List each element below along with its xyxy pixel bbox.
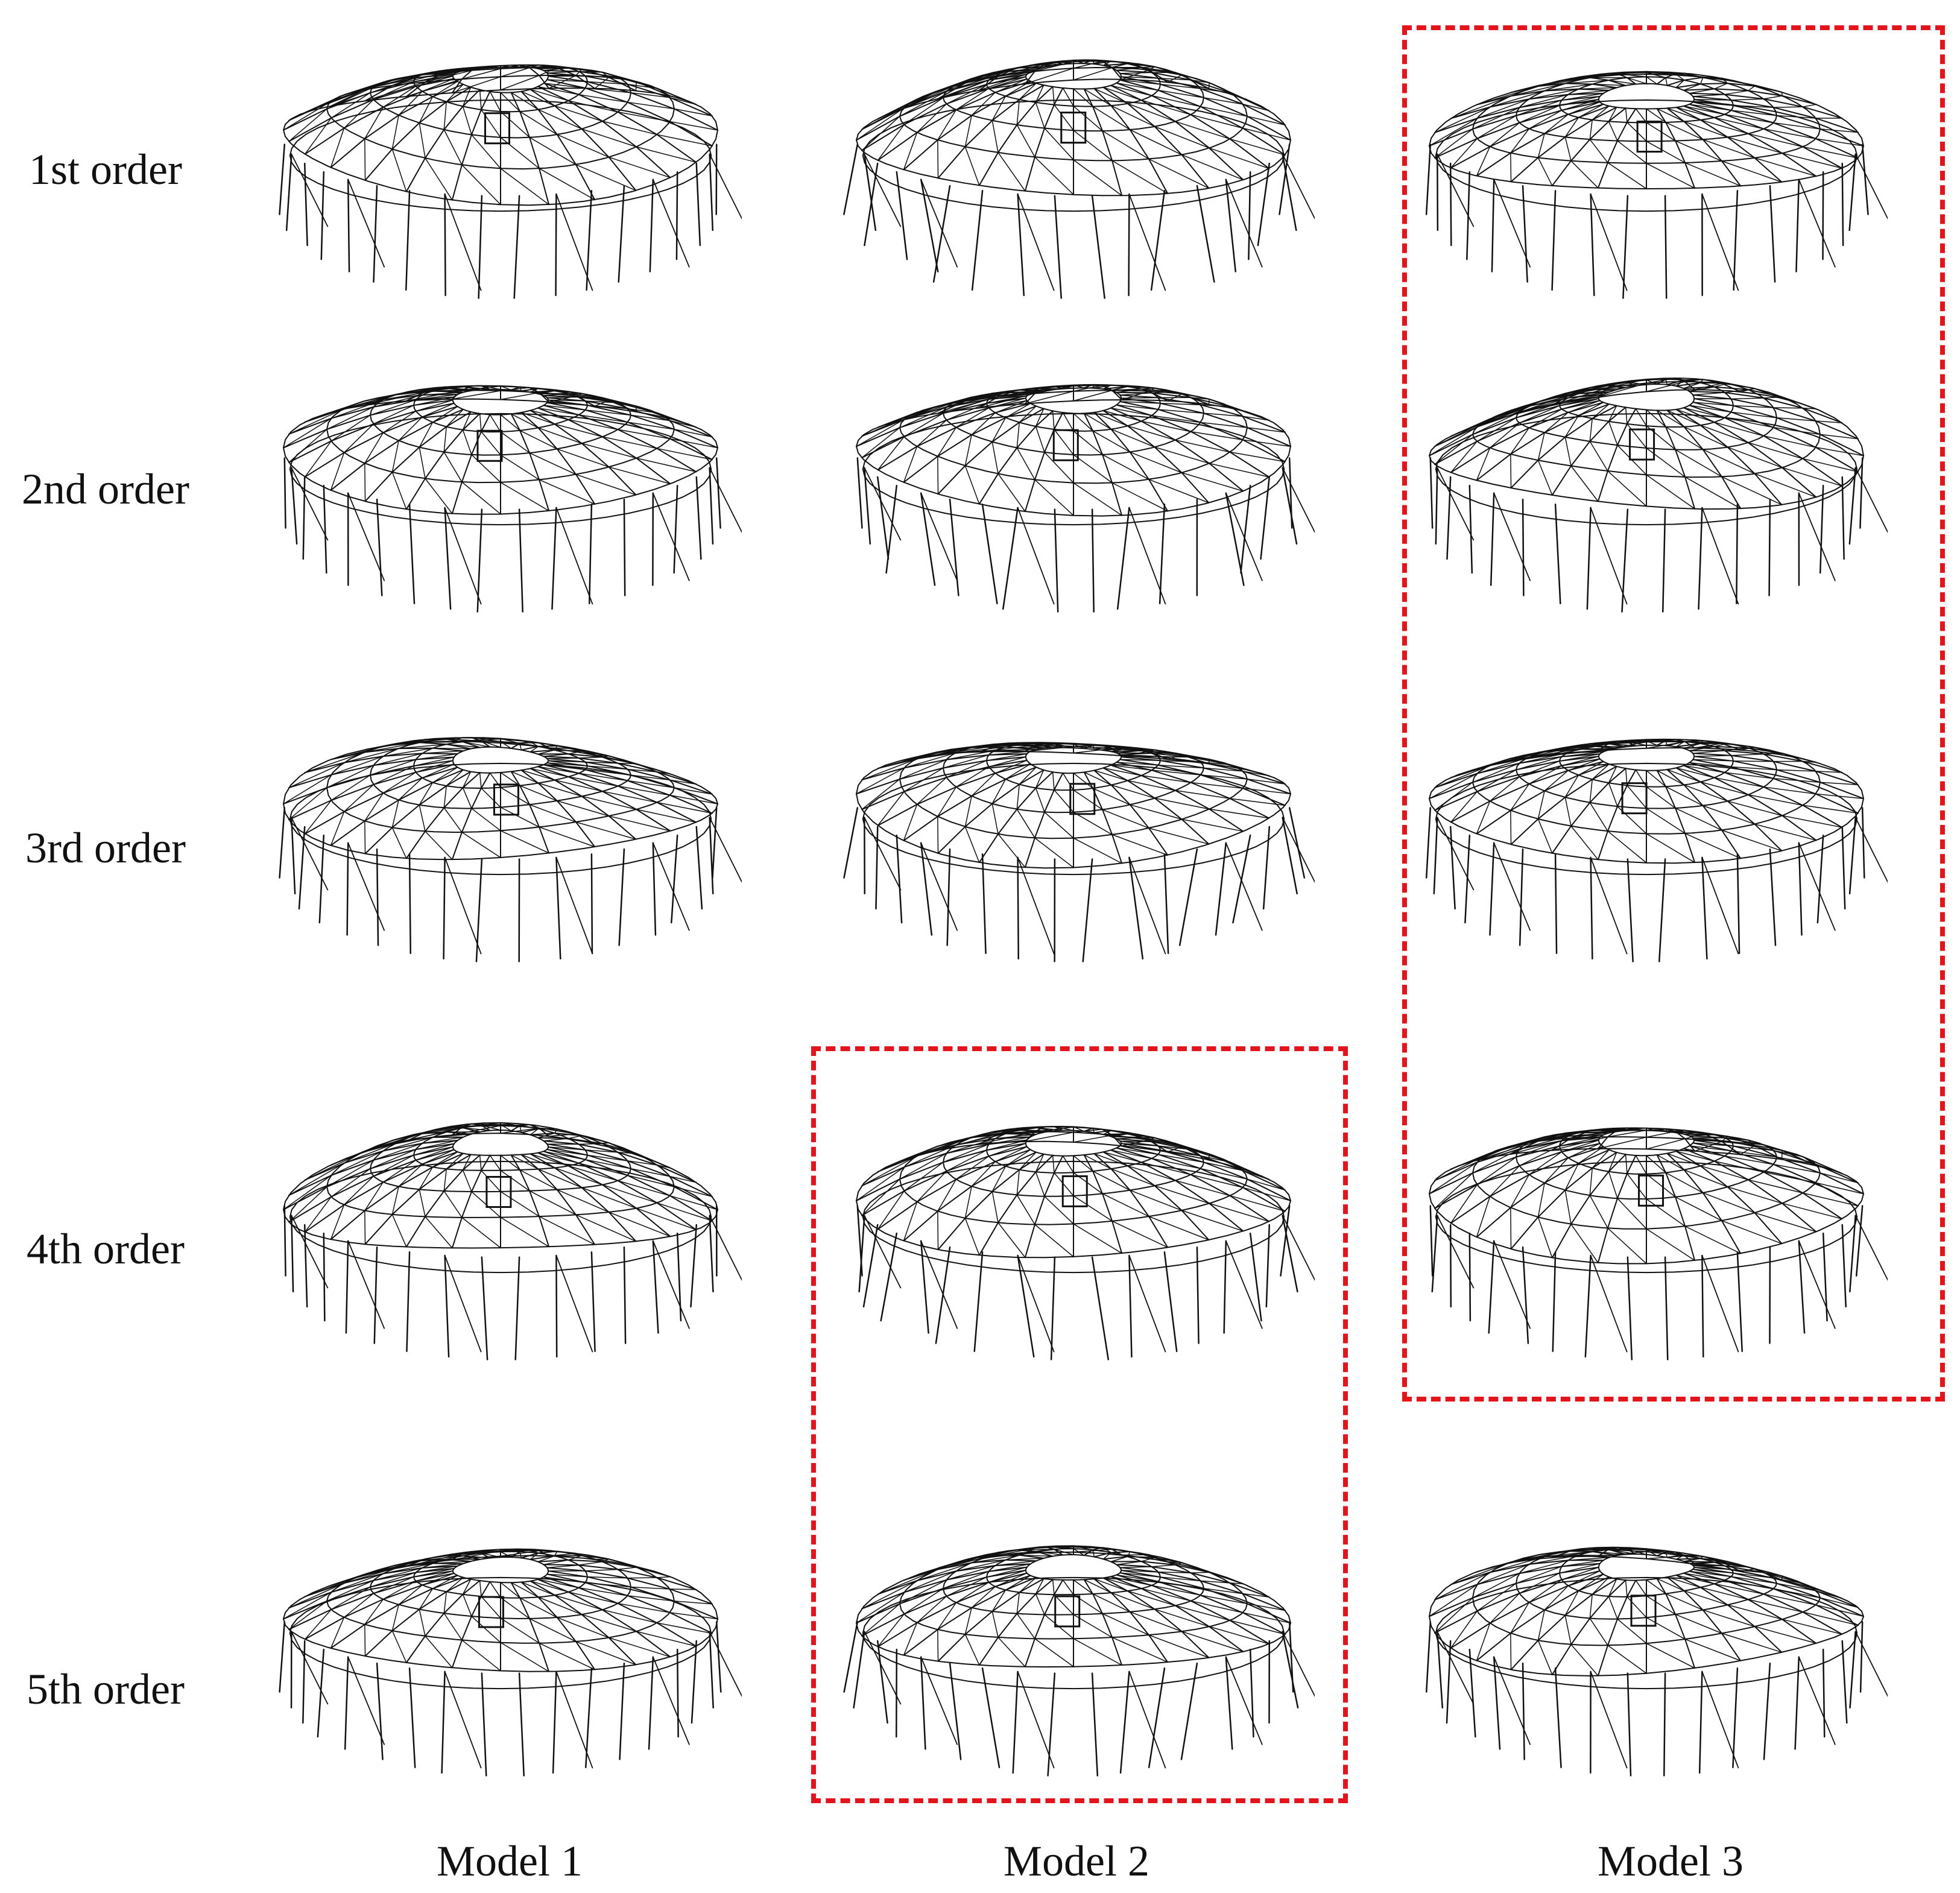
wireframe-model-2-1st-order	[832, 36, 1315, 314]
wireframe-model-2-4th-order	[832, 1098, 1315, 1375]
column-label-model-3: Model 3	[1598, 1837, 1743, 1885]
row-label-3rd-order: 3rd order	[25, 824, 186, 872]
wireframe-graphic	[855, 384, 1315, 613]
wireframe-model-1-1st-order	[259, 36, 742, 314]
wireframe-model-1-4th-order	[259, 1098, 742, 1375]
wireframe-graphic	[1428, 1127, 1888, 1360]
wireframe-model-1-5th-order	[259, 1514, 742, 1791]
wireframe-model-2-5th-order	[832, 1514, 1315, 1791]
wireframe-graphic	[843, 1545, 1315, 1777]
row-label-4th-order: 4th order	[27, 1225, 185, 1273]
wireframe-graphic	[279, 64, 742, 299]
wireframe-model-2-2nd-order	[832, 350, 1315, 627]
wireframe-model-3-3rd-order	[1405, 700, 1888, 977]
wireframe-graphic	[279, 737, 742, 962]
wireframe-graphic	[1425, 738, 1888, 962]
row-label-5th-order: 5th order	[27, 1665, 185, 1713]
row-label-2nd-order: 2nd order	[22, 465, 189, 513]
wireframe-graphic	[843, 742, 1315, 962]
wireframe-graphic	[855, 1125, 1315, 1360]
wireframe-model-3-5th-order	[1405, 1514, 1888, 1791]
wireframe-model-3-4th-order	[1405, 1098, 1888, 1375]
wireframe-model-3-2nd-order	[1405, 350, 1888, 627]
wireframe-graphic	[1425, 71, 1888, 299]
column-label-model-2: Model 2	[1004, 1837, 1149, 1885]
wireframe-graphic	[843, 59, 1315, 299]
wireframe-model-1-2nd-order	[259, 350, 742, 627]
wireframe-graphic	[1426, 1546, 1888, 1777]
wireframe-model-1-3rd-order	[259, 700, 742, 977]
wireframe-graphic	[279, 1548, 742, 1777]
wireframe-graphic	[282, 385, 742, 613]
wireframe-graphic	[1428, 378, 1888, 613]
highlight-box-model-2	[811, 1046, 1348, 1803]
wireframe-model-3-1st-order	[1405, 36, 1888, 314]
row-label-1st-order: 1st order	[29, 145, 182, 194]
wireframe-model-2-3rd-order	[832, 700, 1315, 977]
highlight-box-model-3	[1402, 25, 1945, 1402]
column-label-model-1: Model 1	[437, 1837, 583, 1885]
wireframe-graphic	[282, 1122, 742, 1360]
